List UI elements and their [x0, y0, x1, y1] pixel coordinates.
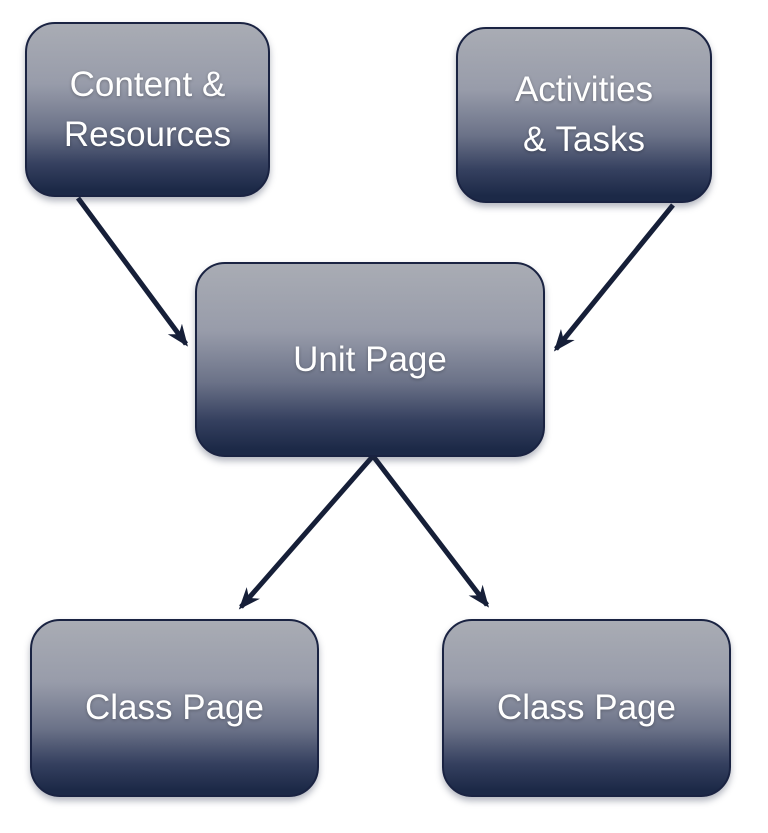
node-activities-tasks-label: Activities & Tasks — [515, 65, 653, 165]
node-label-line: Resources — [63, 114, 232, 154]
node-label-line: Content & — [69, 64, 226, 104]
arrow-content-to-unit — [75, 196, 189, 347]
arrow-unit-to-class-left — [238, 454, 375, 610]
node-content-resources-label: Content & Resources — [64, 60, 231, 160]
node-unit-page-label: Unit Page — [293, 335, 447, 385]
node-unit-page: Unit Page — [195, 262, 545, 457]
node-class-page-right: Class Page — [442, 619, 731, 797]
node-label-line: & Tasks — [523, 120, 645, 159]
node-activities-tasks: Activities & Tasks — [456, 27, 712, 203]
node-label-line: Class Page — [85, 688, 264, 727]
node-class-page-left: Class Page — [30, 619, 319, 797]
node-class-page-left-label: Class Page — [85, 683, 264, 733]
node-label-line: Activities — [514, 70, 654, 109]
arrow-activities-to-unit — [553, 203, 675, 352]
node-content-resources: Content & Resources — [25, 22, 270, 197]
node-label-line: Unit Page — [293, 339, 447, 379]
node-label-line: Class Page — [497, 688, 676, 727]
node-class-page-right-label: Class Page — [497, 683, 676, 733]
arrow-unit-to-class-right — [371, 454, 490, 608]
